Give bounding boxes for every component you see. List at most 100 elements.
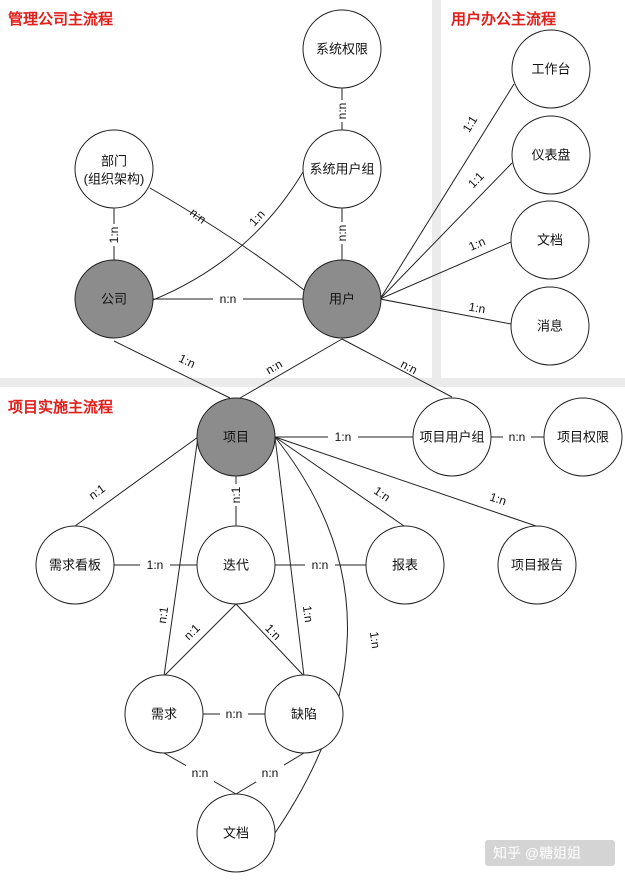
relation-label-perm-group: n:n (335, 103, 349, 120)
relation-label-defect-doc: n:n (262, 766, 279, 780)
node-project-report: 项目报告 (497, 525, 577, 605)
relation-label-company-user: n:n (220, 292, 237, 306)
label-bg (225, 484, 247, 506)
label-bg (331, 222, 353, 244)
relation-label-user-message: 1:n (468, 300, 487, 317)
node-label: 需求 (151, 707, 177, 722)
watermark-bg (485, 840, 615, 866)
label-bg (213, 290, 243, 308)
relation-label-requirement-doc: n:n (192, 766, 209, 780)
edge-iteration-requirement (163, 603, 237, 677)
edge-iteration-defect (235, 603, 305, 677)
relation-label-company-project: 1:n (176, 351, 197, 371)
edge-user-message (379, 298, 512, 325)
relation-label-project-iteration: n:1 (229, 486, 243, 503)
node-label: 仪表盘 (531, 148, 570, 163)
relation-label-requirement-defect: n:n (226, 707, 243, 721)
relation-label-project-projreport: 1:n (488, 490, 508, 508)
relation-label-project-projgroup: 1:n (335, 430, 352, 444)
edge-user-doc (379, 241, 512, 300)
section-divider-vertical (432, 0, 441, 380)
relation-label-projgroup-projperm: n:n (509, 430, 526, 444)
node-label: 迭代 (223, 558, 249, 573)
node-label: 部门 (101, 154, 127, 169)
edge-dept-user (149, 187, 305, 291)
node-doc-user: 文档 (510, 200, 590, 280)
node-label: 报表 (392, 558, 418, 573)
node-label: 项目权限 (557, 430, 609, 445)
relation-label-board-iteration: 1:n (147, 558, 164, 572)
label-bg (140, 556, 170, 574)
edge-user-project (239, 338, 343, 399)
relation-label-project-requirement: n:1 (155, 605, 171, 624)
node-department: 部门 (组织架构) (74, 129, 154, 209)
edge-user-workbench (379, 83, 515, 300)
node-label: 消息 (537, 319, 563, 334)
node-label: 缺陷 (291, 707, 317, 722)
node-system-user-group: 系统用户组 (302, 129, 382, 209)
node-requirement-board: 需求看板 (35, 525, 115, 605)
node-project: 项目 (196, 397, 276, 477)
label-bg (186, 764, 214, 782)
relation-label-iteration-defect: 1:n (262, 621, 284, 643)
edge-project-projreport (274, 436, 537, 527)
label-bg (503, 428, 531, 446)
node-system-permission: 系统权限 (302, 9, 382, 89)
watermark: 知乎 @糖姐姐 (493, 845, 581, 861)
node-workbench: 工作台 (511, 29, 591, 109)
relation-label-project-report: 1:n (371, 484, 393, 505)
relation-label-iteration-report: n:n (312, 558, 329, 572)
node-label: 用户 (329, 292, 355, 307)
label-bg (103, 224, 125, 246)
node-label: 项目用户组 (419, 430, 484, 445)
nodes: 系统权限 部门 (组织架构) 系统用户组 公司 用户 工作台 仪表盘 (35, 9, 623, 873)
relation-label-group-company: 1:n (246, 207, 268, 229)
node-defect: 缺陷 (264, 674, 344, 754)
section-title-user-office: 用户办公主流程 (451, 10, 556, 28)
node-requirement: 需求 (124, 674, 204, 754)
node-doc-project: 文档 (196, 793, 276, 873)
relation-label-project-defect: 1:n (300, 605, 316, 623)
node-company: 公司 (74, 259, 154, 339)
node-label: 公司 (101, 292, 127, 307)
node-label: 文档 (537, 233, 563, 248)
edge-project-doc (274, 436, 348, 834)
node-user: 用户 (302, 259, 382, 339)
node-label: 文档 (223, 826, 249, 841)
node-project-user-group: 项目用户组 (412, 397, 492, 477)
edge-project-requirement (163, 436, 199, 677)
node-iteration: 迭代 (196, 525, 276, 605)
node-label: 系统权限 (316, 42, 368, 57)
label-bg (328, 428, 358, 446)
relation-label-project-board: n:1 (86, 481, 108, 502)
section-divider-horizontal (0, 378, 625, 387)
edge-group-company (152, 171, 304, 301)
node-message: 消息 (510, 286, 590, 366)
node-report: 报表 (365, 525, 445, 605)
node-label: 项目报告 (511, 558, 563, 573)
label-bg (256, 764, 284, 782)
edge-user-dashboard (379, 162, 513, 300)
section-title-project: 项目实施主流程 (8, 398, 113, 416)
edge-project-board (74, 436, 199, 527)
relation-label-dept-company: 1:n (107, 227, 121, 244)
node-label: 需求看板 (49, 558, 101, 573)
node-label: 项目 (223, 430, 249, 445)
relation-label-group-user: n:n (335, 225, 349, 242)
label-bg (220, 705, 248, 723)
node-label: 工作台 (531, 62, 570, 77)
relation-label-user-projgroup: n:n (398, 357, 419, 377)
relation-label-user-workbench: 1:1 (460, 113, 481, 135)
relation-label-project-doc: 1:n (367, 631, 383, 649)
section-title-company: 管理公司主流程 (8, 10, 113, 28)
node-dashboard: 仪表盘 (511, 115, 591, 195)
edge-company-project (113, 340, 231, 399)
edge-project-defect (274, 436, 305, 677)
edge-project-report (274, 436, 405, 527)
node-project-permission: 项目权限 (543, 397, 623, 477)
relation-label-user-dashboard: 1:1 (465, 169, 487, 191)
label-bg (305, 556, 335, 574)
relation-label-dept-user: n:n (187, 205, 209, 226)
